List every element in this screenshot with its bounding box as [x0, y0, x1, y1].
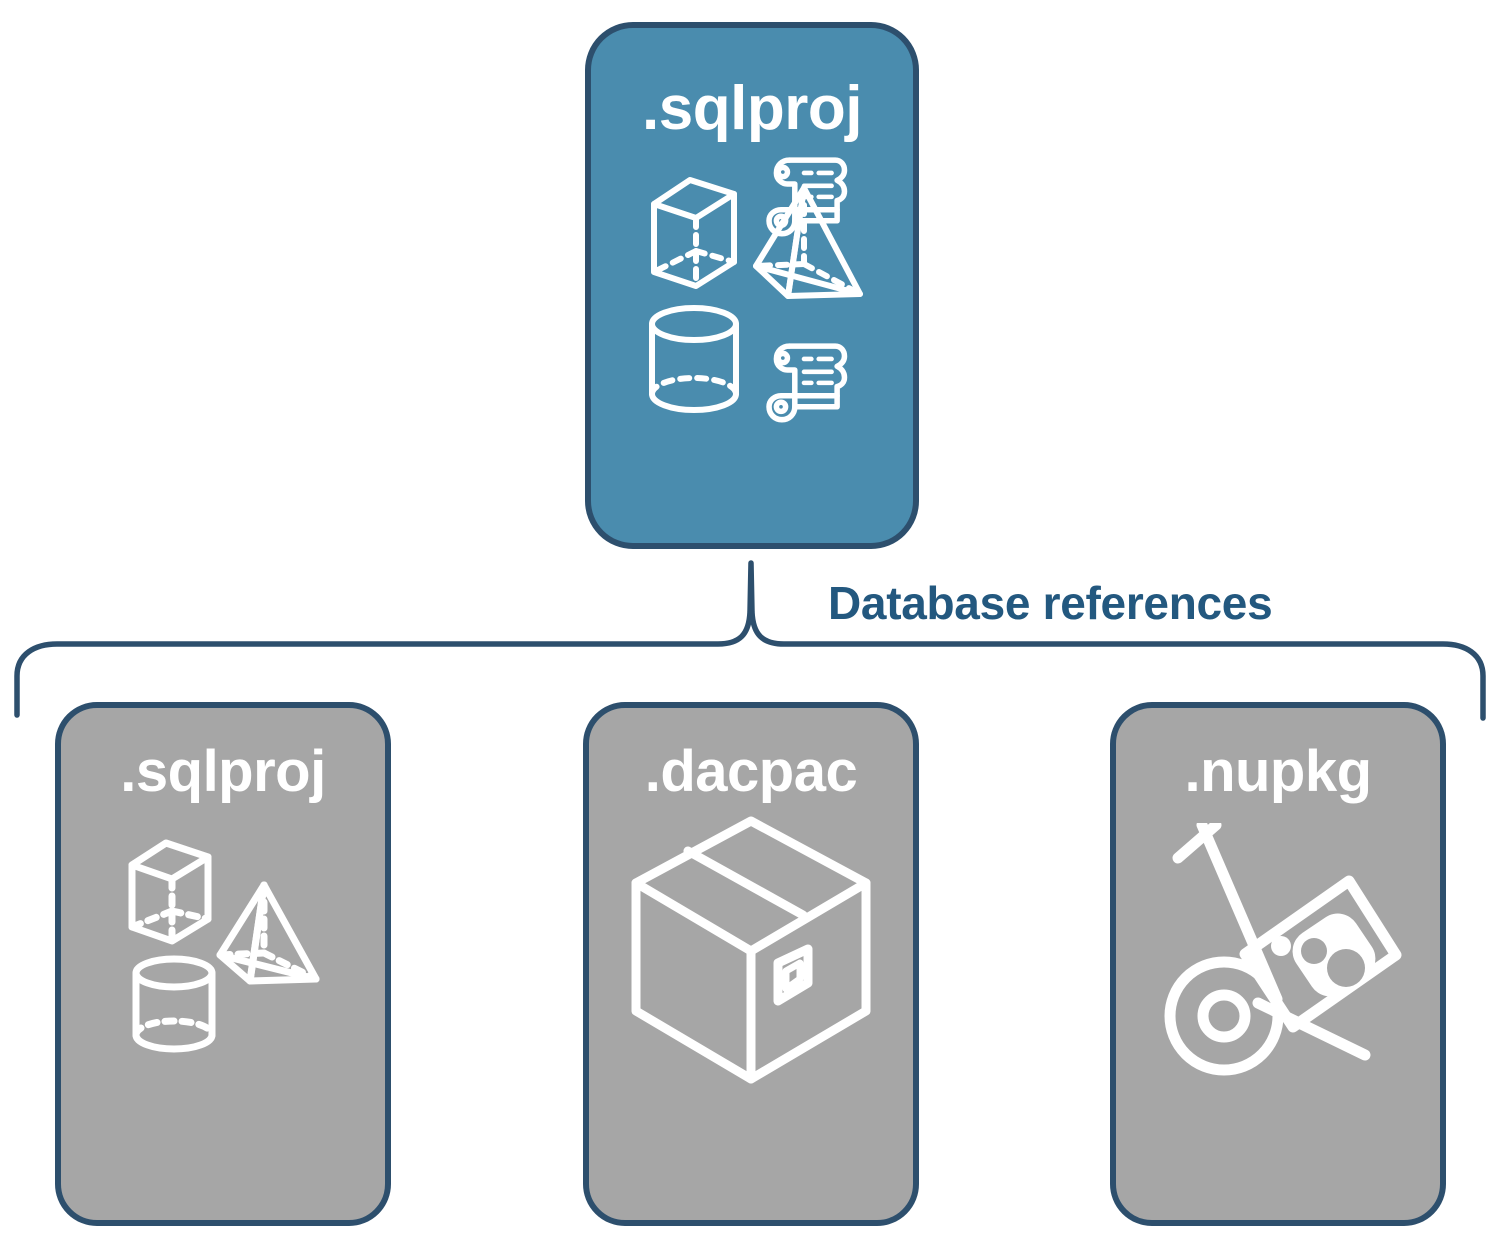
root-shapes-illustration: [649, 157, 863, 423]
cube-3d-icon: [651, 177, 737, 289]
card-root-sqlproj[interactable]: .sqlproj: [585, 22, 919, 549]
card-child-dacpac[interactable]: .dacpac: [583, 702, 919, 1226]
card-child-sqlproj-artwork: [61, 833, 385, 1220]
pyramid-3d-icon: [753, 185, 863, 299]
card-child-nupkg[interactable]: .nupkg: [1110, 702, 1446, 1226]
bracket-label: Database references: [818, 578, 1283, 629]
scroll-script-icon: [766, 157, 848, 237]
database-objects-illustration: [128, 839, 320, 1053]
card-child-sqlproj[interactable]: .sqlproj: [55, 702, 391, 1226]
card-child-dacpac-artwork: [589, 811, 913, 1220]
cylinder-3d-icon: [132, 955, 216, 1053]
package-box-illustration: [631, 816, 871, 1084]
package-box-icon: [631, 816, 871, 1084]
card-root-title: .sqlproj: [642, 74, 862, 143]
nuget-package-icon: [1239, 875, 1402, 1033]
hand-truck-illustration: [1164, 823, 1402, 1076]
scroll-script-icon: [766, 343, 848, 423]
nuget-logo-holes: [1301, 938, 1365, 987]
card-child-sqlproj-title: .sqlproj: [120, 739, 326, 804]
card-child-nupkg-artwork: [1116, 823, 1440, 1220]
wheel-icon: [1164, 956, 1284, 1076]
card-child-dacpac-title: .dacpac: [644, 739, 858, 804]
card-root-artwork: [591, 146, 913, 543]
pyramid-3d-icon: [216, 881, 320, 985]
cube-3d-icon: [128, 839, 212, 945]
cylinder-3d-icon: [649, 305, 739, 413]
card-child-nupkg-title: .nupkg: [1184, 739, 1372, 804]
